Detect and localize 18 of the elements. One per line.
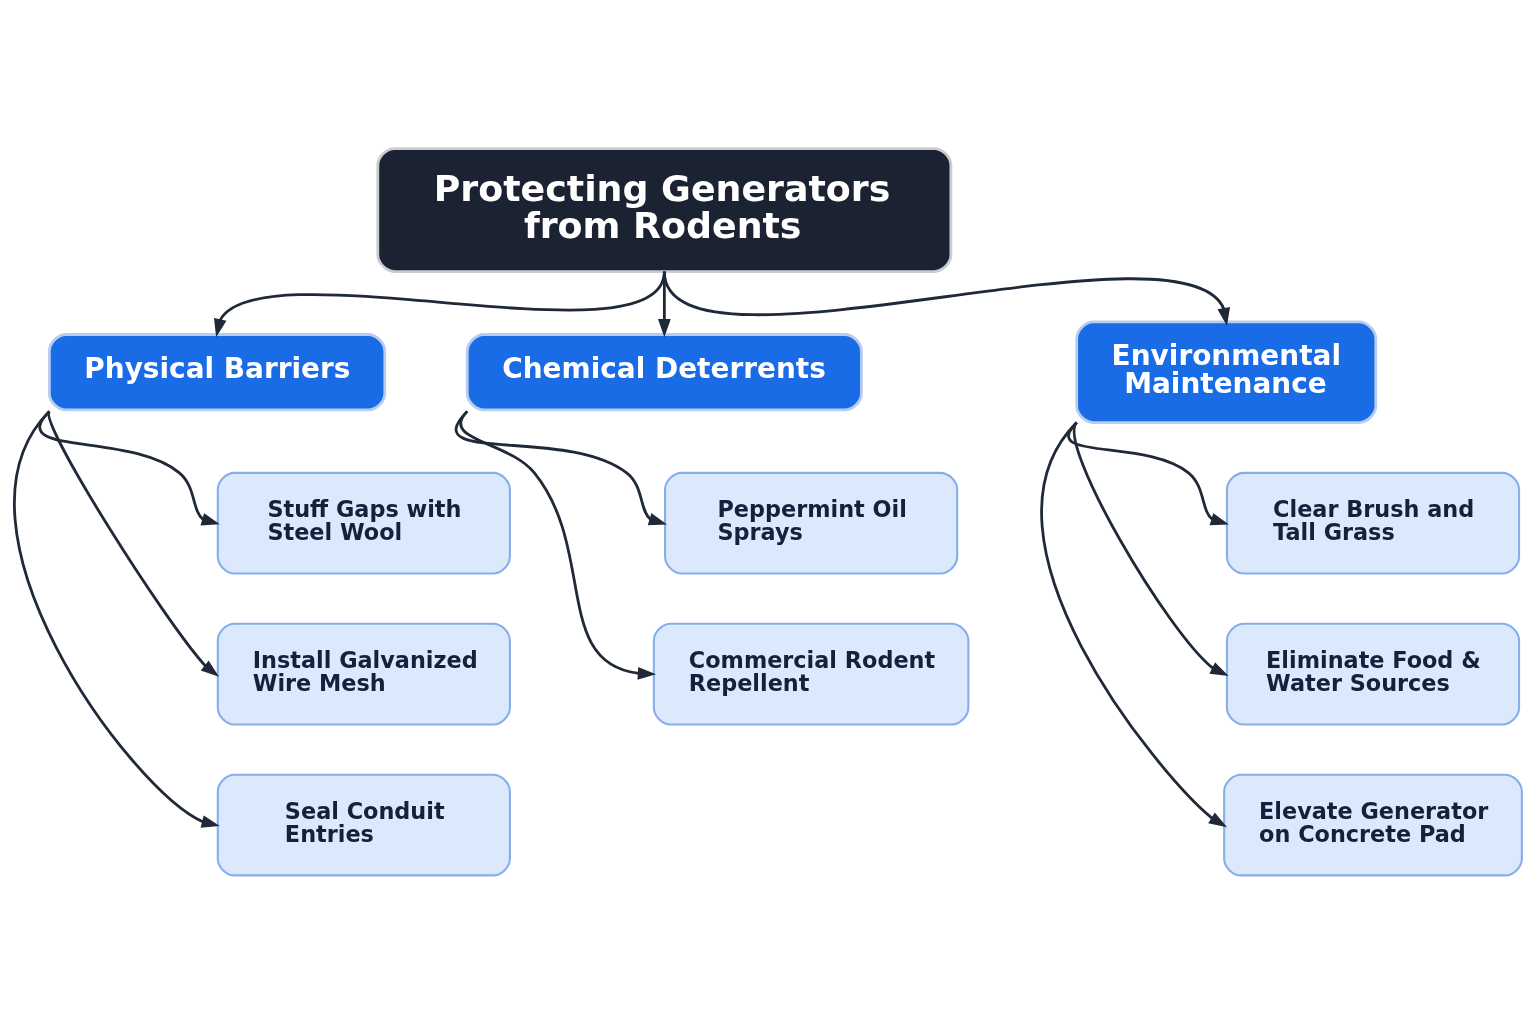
- node-box: Clear Brush and Tall Grass: [1225, 471, 1521, 575]
- node-box: Elevate Generator on Concrete Pad: [1223, 773, 1523, 877]
- arrow: [13, 410, 220, 828]
- node-box: Chemical Deterrents: [465, 333, 863, 412]
- arrow: [459, 410, 656, 680]
- arrow: [38, 410, 220, 526]
- node-box: Environmental Maintenance: [1075, 320, 1378, 424]
- arrow: [1040, 421, 1228, 828]
- node-box: Install Galvanized Wire Mesh: [216, 622, 511, 726]
- node-box: Protecting Generators from Rodents: [376, 147, 953, 273]
- arrow: [47, 411, 220, 677]
- node-box: Eliminate Food & Water Sources: [1225, 622, 1521, 726]
- node-box: Peppermint Oil Sprays: [664, 471, 959, 575]
- node-box: Seal Conduit Entries: [216, 773, 511, 877]
- arrow: [663, 271, 1231, 327]
- node-box: Commercial Rodent Repellent: [652, 622, 970, 726]
- node-box: Stuff Gaps with Steel Wool: [216, 471, 511, 575]
- node-box: Physical Barriers: [47, 333, 387, 412]
